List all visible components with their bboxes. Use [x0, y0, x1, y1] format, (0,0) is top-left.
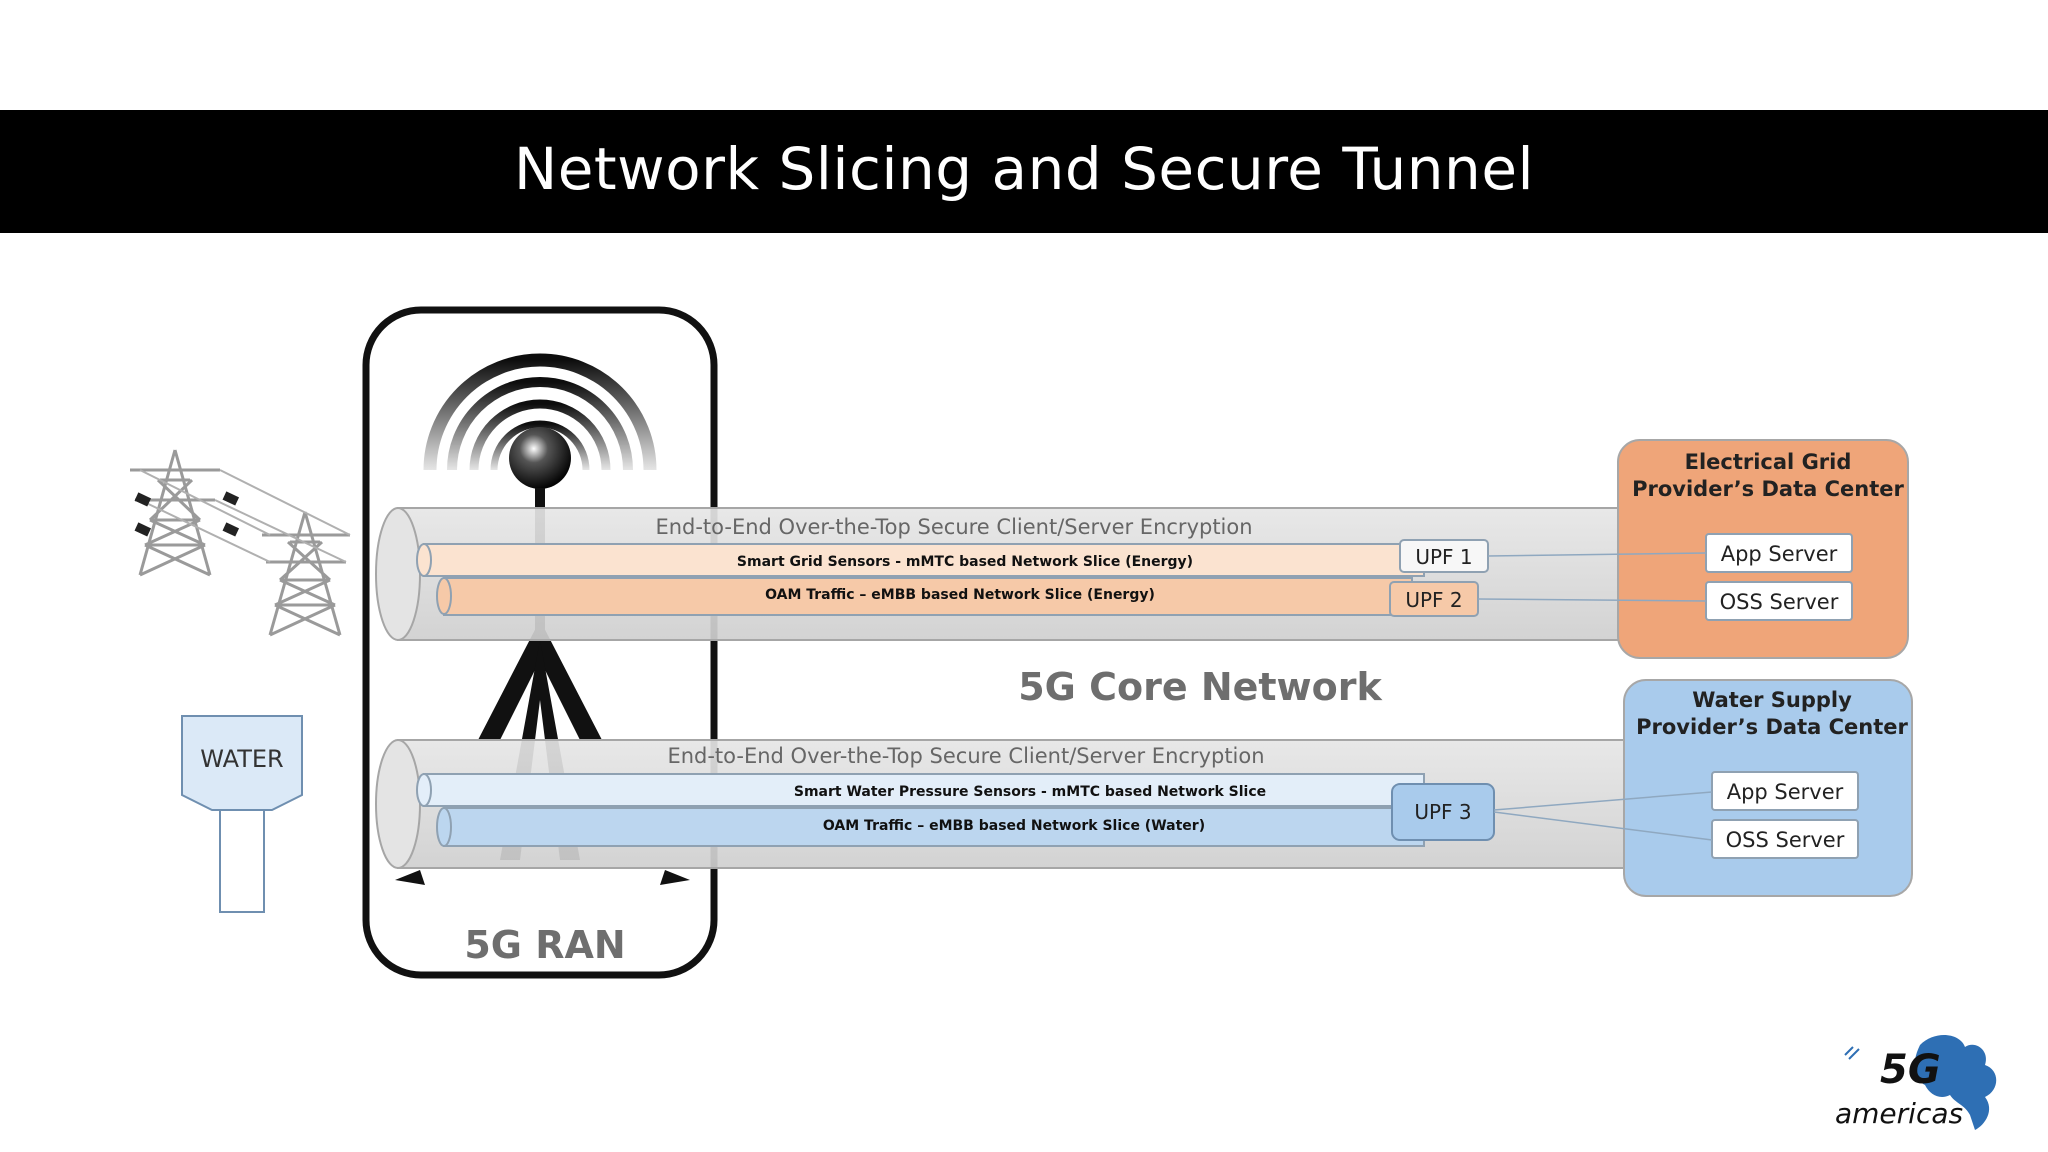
energy-slice-2: [436, 577, 1413, 616]
5g-americas-logo: 5G americas: [1835, 1035, 1997, 1130]
water-slice-2-label: OAM Traffic – eMBB based Network Slice (…: [823, 818, 1205, 834]
water-dc-title-2: Provider’s Data Center: [1636, 715, 1908, 739]
energy-tunnel-header: End-to-End Over-the-Top Secure Client/Se…: [655, 515, 1252, 539]
water-app-server-label: App Server: [1727, 780, 1844, 804]
electrical-dc-title-1: Electrical Grid: [1685, 450, 1852, 474]
upf-3-label: UPF 3: [1414, 800, 1471, 824]
page-title: Network Slicing and Secure Tunnel: [513, 134, 1535, 203]
ran-label: 5G RAN: [464, 923, 625, 967]
water-app-server-box: [1711, 771, 1859, 811]
core-label: 5G Core Network: [1018, 665, 1382, 709]
logo-5g-text: 5G: [1880, 1047, 1941, 1093]
electrical-app-server-label: App Server: [1721, 542, 1838, 566]
water-slice-1-label: Smart Water Pressure Sensors - mMTC base…: [794, 784, 1266, 800]
water-slice-2: [436, 807, 1425, 847]
electrical-dc-title-2: Provider’s Data Center: [1632, 477, 1904, 501]
power-tower-icon: [130, 449, 351, 637]
energy-slice-2-label: OAM Traffic – eMBB based Network Slice (…: [765, 587, 1155, 603]
title-bar: Network Slicing and Secure Tunnel: [0, 110, 2048, 233]
energy-slice-1-label: Smart Grid Sensors - mMTC based Network …: [737, 554, 1193, 570]
energy-connectors: [1477, 552, 1707, 602]
upf-2-label: UPF 2: [1405, 588, 1462, 612]
water-connectors: [1493, 791, 1713, 841]
water-dc-title-1: Water Supply: [1692, 688, 1852, 712]
water-tunnel-header: End-to-End Over-the-Top Secure Client/Se…: [667, 744, 1264, 768]
water-slice-1: [416, 773, 1425, 807]
electrical-oss-server-label: OSS Server: [1720, 590, 1839, 614]
water-oss-server-box: [1711, 819, 1859, 859]
water-oss-server-label: OSS Server: [1726, 828, 1845, 852]
water-tower-icon: [181, 715, 303, 913]
upf-1-label: UPF 1: [1415, 545, 1472, 569]
logo-americas-text: americas: [1835, 1097, 1963, 1130]
water-label: WATER: [200, 745, 283, 773]
